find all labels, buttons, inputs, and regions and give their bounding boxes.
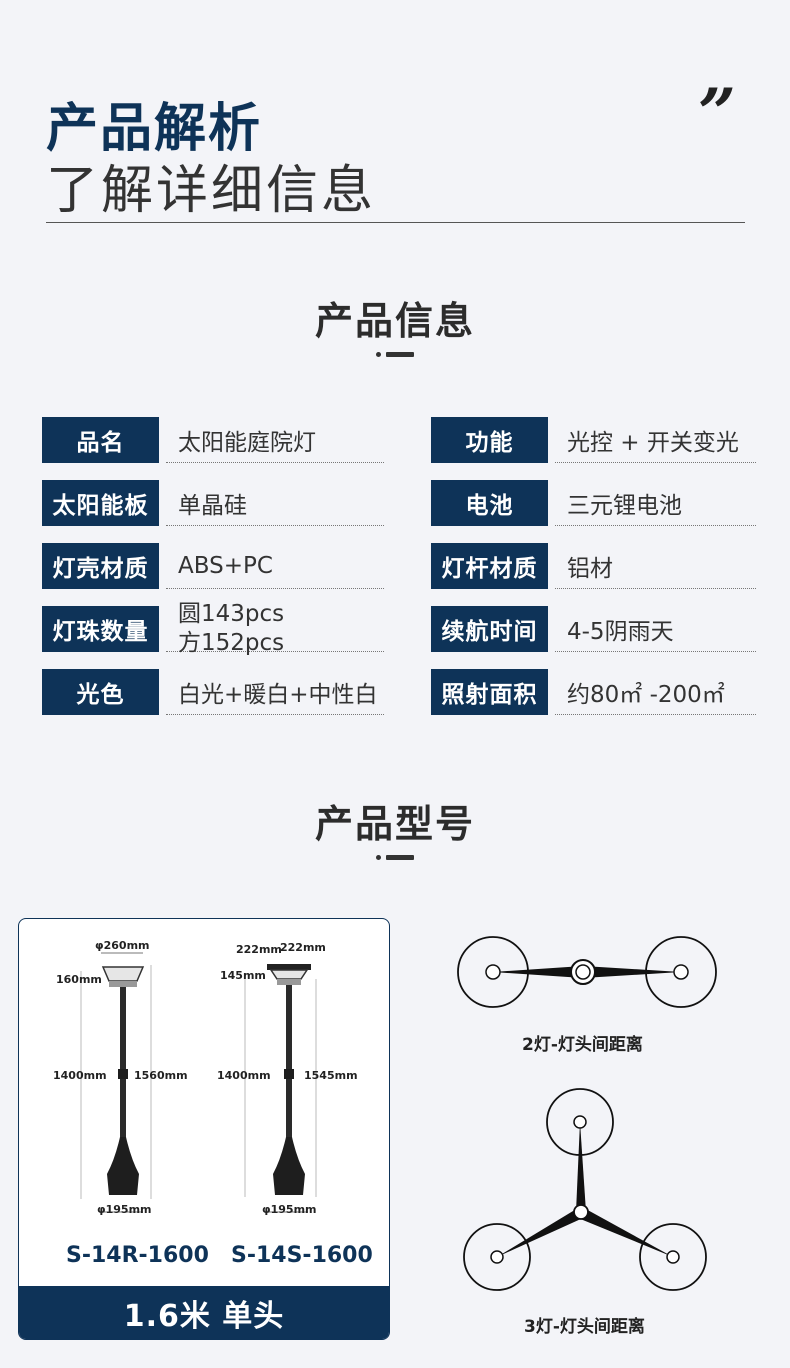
square-lamp-drawing: [244, 964, 317, 1213]
page-subtitle: 了解详细信息: [46, 161, 377, 221]
dim-round-total-height: 1560mm: [134, 1069, 188, 1082]
spec-label: 太阳能板: [42, 480, 159, 526]
spec-label: 灯壳材质: [42, 543, 159, 589]
dim-round-head-diameter: φ260mm: [95, 939, 150, 952]
dim-square-head-height: 145mm: [220, 969, 266, 982]
spec-label: 灯珠数量: [42, 606, 159, 652]
spec-label: 灯杆材质: [431, 543, 548, 589]
dim-square-pole-height: 1400mm: [217, 1069, 271, 1082]
spec-label: 光色: [42, 669, 159, 715]
dim-square-head-width-1: 222mm: [236, 943, 282, 956]
dim-square-total-height: 1545mm: [304, 1069, 358, 1082]
spec-label: 电池: [431, 480, 548, 526]
section-title-product-model: 产品型号: [314, 802, 475, 846]
section-title-product-info: 产品信息: [314, 299, 475, 343]
spec-value: 圆143pcs 方152pcs: [166, 601, 384, 656]
section-underline-mark: [376, 855, 416, 860]
spec-value: 铝材: [555, 543, 756, 589]
two-lamp-spacing-diagram: [457, 936, 717, 1008]
round-lamp-drawing: [80, 952, 152, 1213]
header-divider: [46, 222, 745, 223]
dim-round-base-diameter: φ195mm: [97, 1203, 152, 1216]
spec-value: 单晶硅: [166, 480, 384, 526]
two-lamp-caption: 2灯-灯头间距离: [522, 1035, 643, 1055]
spec-label: 品名: [42, 417, 159, 463]
model-code-square: S-14S-1600: [231, 1243, 373, 1268]
model-code-round: S-14R-1600: [66, 1243, 209, 1268]
spec-value: ABS+PC: [166, 543, 384, 589]
three-lamp-caption: 3灯-灯头间距离: [524, 1317, 645, 1337]
spec-value: 白光+暖白+中性白: [166, 669, 384, 715]
spec-label: 功能: [431, 417, 548, 463]
dim-square-head-width-2: 222mm: [280, 941, 326, 954]
model-card-footer: 1.6米 单头: [19, 1286, 389, 1339]
section-underline-mark: [376, 352, 416, 357]
spec-value: 太阳能庭院灯: [166, 417, 384, 463]
spec-value: 4-5阴雨天: [555, 606, 756, 652]
dim-round-head-height: 160mm: [56, 973, 102, 986]
spec-value: 约80㎡ -200㎡: [555, 669, 756, 715]
three-lamp-spacing-diagram: [463, 1088, 707, 1291]
spec-value: 光控 + 开关变光: [555, 417, 756, 463]
spec-label: 续航时间: [431, 606, 548, 652]
dim-square-base-diameter: φ195mm: [262, 1203, 317, 1216]
page-title: 产品解析: [46, 99, 263, 159]
spec-value-line: 方152pcs: [178, 629, 285, 656]
spec-label: 照射面积: [431, 669, 548, 715]
model-card: φ260mm 160mm 1400mm 1560mm φ195mm 222mm …: [18, 918, 390, 1340]
dim-round-pole-height: 1400mm: [53, 1069, 107, 1082]
quote-icon: ”: [698, 74, 736, 152]
spec-value: 三元锂电池: [555, 480, 756, 526]
spec-value-line: 圆143pcs: [178, 600, 285, 627]
